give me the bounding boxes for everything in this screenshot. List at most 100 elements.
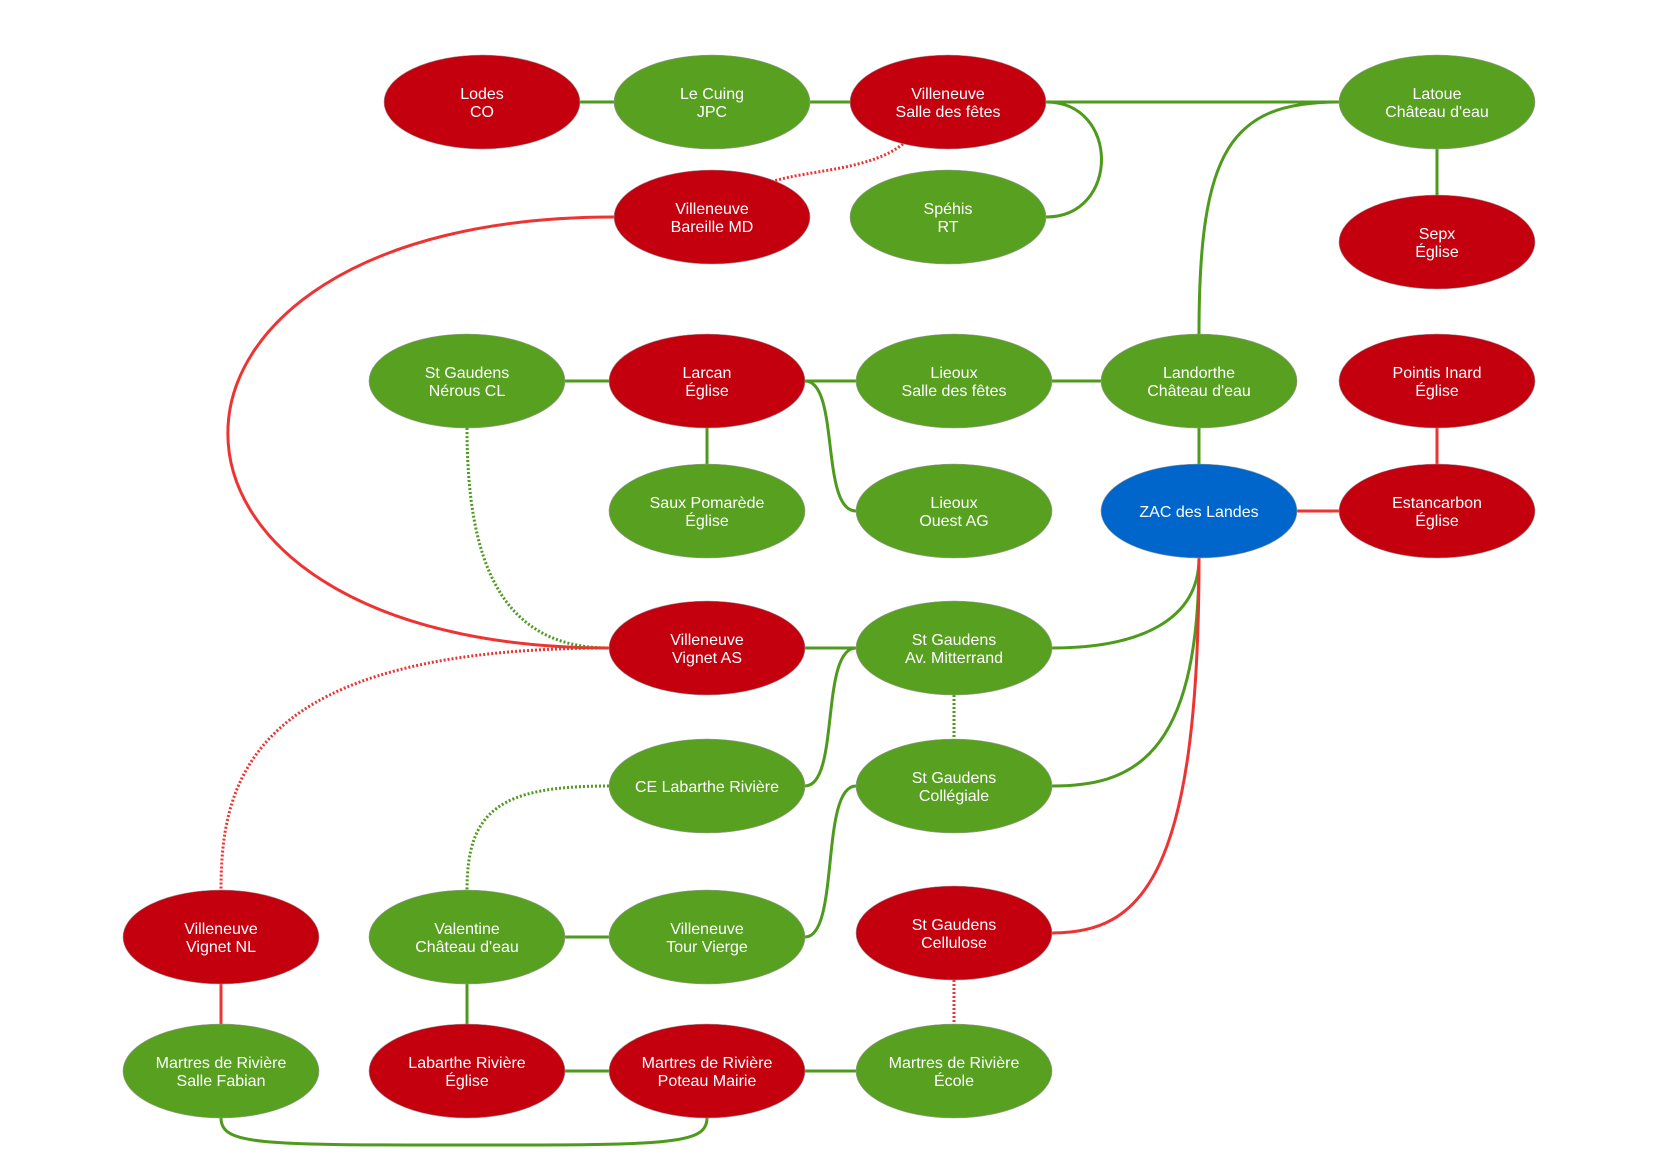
node-shape-villeneuve-tour-vierge [608,889,806,985]
node-label: Nérous CL [429,383,506,400]
node-label: Martres de Rivière [642,1055,773,1072]
node-shape-labarthe-riviere-eglise [368,1023,566,1119]
node-shape-zac-des-landes [1100,463,1298,559]
node-label: St Gaudens [912,632,997,649]
node-zac-des-landes[interactable]: ZAC des Landes [1100,463,1298,559]
node-label: Vignet NL [186,939,256,956]
node-label: Château d'eau [1147,383,1251,400]
node-label: JPC [697,104,727,121]
node-label: Villeneuve [911,86,985,103]
node-shape-st-gaudens-av-mitterrand [855,600,1053,696]
node-label: Villeneuve [670,921,744,938]
node-label: Lodes [460,86,504,103]
edge-villeneuve-salle-des-fetes-to-spehis-rt [1045,100,1103,219]
node-label: Bareille MD [671,219,754,236]
edge-latoue-chateau-eau-to-landorthe-chateau-eau [1197,100,1340,335]
node-label: École [934,1071,974,1090]
node-label: CE Labarthe Rivière [635,779,779,796]
node-label: Église [685,511,729,530]
node-shape-lieoux-salle-des-fetes [855,333,1053,429]
node-label: Église [1415,381,1459,400]
node-shape-villeneuve-vignet-as [608,600,806,696]
node-label: Château d'eau [415,939,519,956]
node-shape-estancarbon-eglise [1338,463,1536,559]
node-label: Martres de Rivière [889,1055,1020,1072]
node-shape-lieoux-ouest-ag [855,463,1053,559]
node-shape-landorthe-chateau-eau [1100,333,1298,429]
node-label: St Gaudens [912,917,997,934]
node-shape-villeneuve-bareille-md [613,169,811,265]
node-label: Église [685,381,729,400]
node-shape-villeneuve-salle-des-fetes [849,54,1047,150]
node-label: Ouest AG [919,513,988,530]
node-shape-saux-pomarede-eglise [608,463,806,559]
node-label: Labarthe Rivière [408,1055,526,1072]
node-label: Église [445,1071,489,1090]
node-shape-latoue-chateau-eau [1338,54,1536,150]
node-label: Église [1415,242,1459,261]
node-label: RT [937,219,958,236]
node-label: Martres de Rivière [156,1055,287,1072]
node-label: Lieoux [930,495,977,512]
node-label: Vignet AS [672,650,742,667]
node-label: Landorthe [1163,365,1235,382]
edge-st-gaudens-nerous-cl-to-villeneuve-vignet-as [465,427,610,650]
node-shape-martres-salle-fabian [122,1023,320,1119]
node-label: Sepx [1419,226,1455,243]
node-shape-martres-poteau-mairie [608,1023,806,1119]
node-label: St Gaudens [912,770,997,787]
node-label: Saux Pomarède [650,495,765,512]
node-label: Église [1415,511,1459,530]
edge-villeneuve-vignet-as-to-villeneuve-vignet-nl [219,646,610,891]
node-label: Villeneuve [184,921,258,938]
node-label: Poteau Mairie [658,1073,757,1090]
node-shape-villeneuve-vignet-nl [122,889,320,985]
edge-st-gaudens-collegiale-to-villeneuve-tour-vierge [804,784,857,939]
node-label: Salle Fabian [177,1073,266,1090]
node-label: Pointis Inard [1393,365,1482,382]
node-shape-le-cuing-jpc [613,54,811,150]
edge-martres-salle-fabian-to-martres-poteau-mairie [219,1117,709,1147]
node-ce-labarthe-riviere[interactable]: CE Labarthe Rivière [608,738,806,834]
node-label: Lieoux [930,365,977,382]
node-label: ZAC des Landes [1139,504,1258,521]
edge-zac-des-landes-to-st-gaudens-av-mitterrand [1051,557,1201,650]
edge-larcan-eglise-to-lieoux-ouest-ag [804,379,857,513]
node-label: St Gaudens [425,365,510,382]
node-label: Valentine [434,921,500,938]
node-shape-st-gaudens-nerous-cl [368,333,566,429]
edge-st-gaudens-av-mitterrand-to-ce-labarthe-riviere [804,646,857,788]
node-shape-st-gaudens-collegiale [855,738,1053,834]
node-shape-pointis-inard-eglise [1338,333,1536,429]
node-label: Latoue [1413,86,1462,103]
node-shape-ce-labarthe-riviere [608,738,806,834]
node-label: Salle des fêtes [896,104,1001,121]
node-shape-larcan-eglise [608,333,806,429]
